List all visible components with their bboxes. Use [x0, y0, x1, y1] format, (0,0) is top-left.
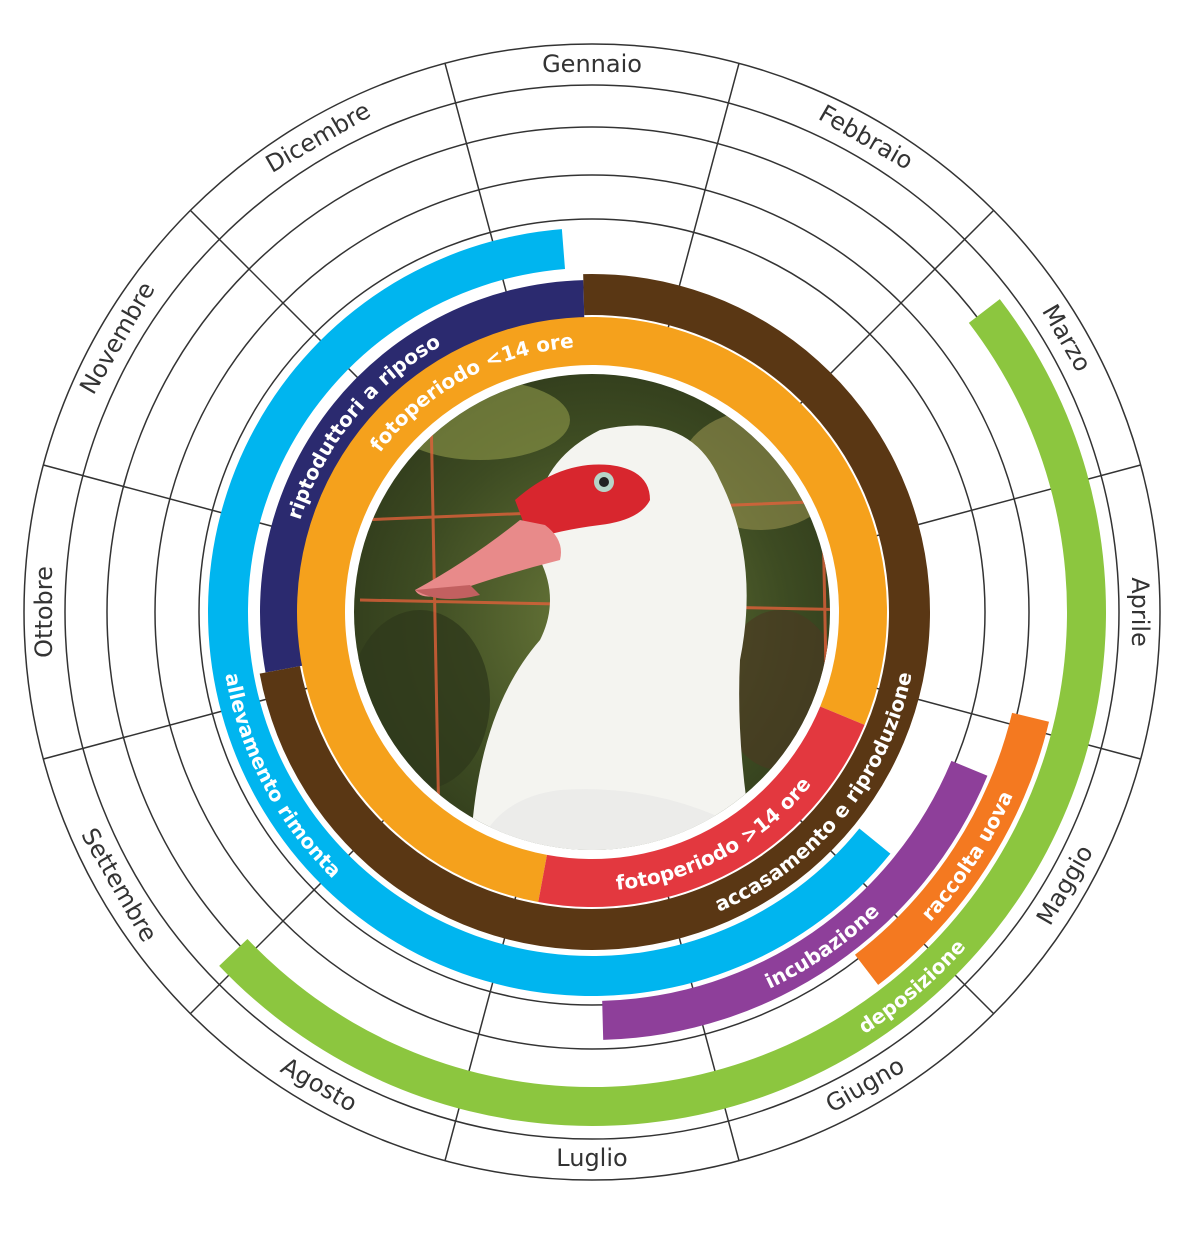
band-deposizione — [219, 299, 1107, 1127]
month-label-luglio: Luglio — [556, 1144, 627, 1172]
month-label-gennaio: Gennaio — [542, 50, 642, 78]
ring-5 — [198, 218, 986, 1006]
month-label-ottobre: Ottobre — [30, 566, 58, 658]
band-fotoperiodo-piu-14 — [538, 706, 865, 907]
duck-photo — [354, 374, 830, 850]
ring-2 — [64, 84, 1120, 1140]
ring-4 — [154, 174, 1030, 1050]
band-incubazione — [602, 760, 988, 1040]
band-allevamento-rimonta — [208, 229, 891, 997]
band-riptoduttori-a-riposo — [260, 280, 585, 673]
month-label-aprile: Aprile — [1126, 577, 1154, 647]
band-raccolta-uova — [854, 712, 1050, 985]
